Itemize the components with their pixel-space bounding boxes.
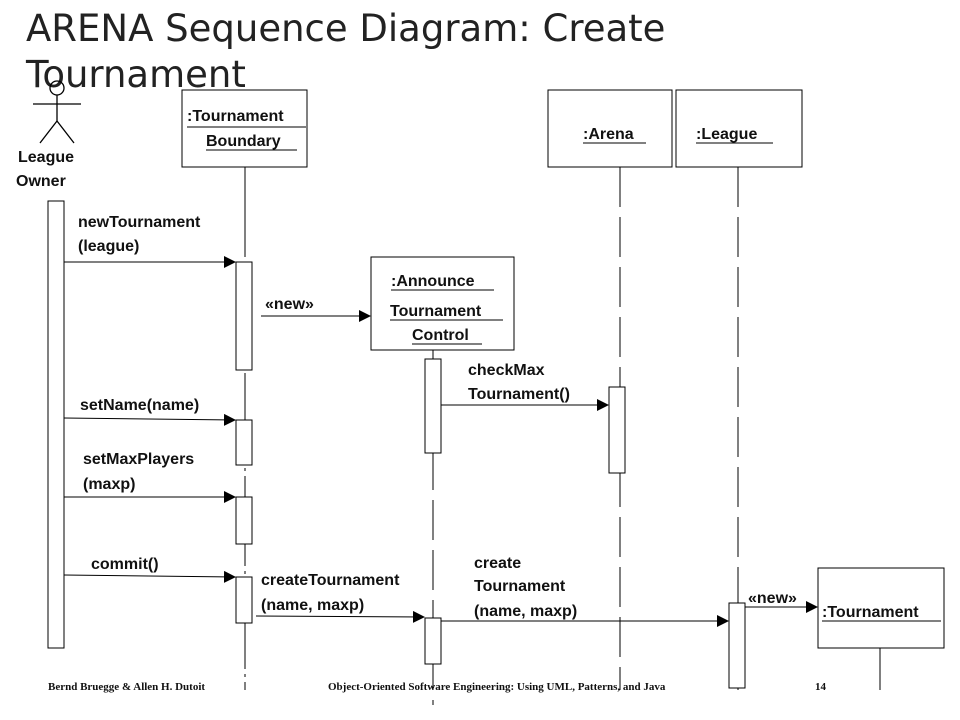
activation-arena (608, 386, 626, 474)
activation-boundary-set-max-players (235, 496, 253, 545)
activation-control-check (424, 358, 442, 454)
activation-control-create (424, 617, 442, 665)
actor-label-line2: Owner (16, 173, 66, 190)
message-label-line1: createTournament (261, 572, 400, 589)
actor-head (49, 80, 65, 96)
message-label-line1: create (474, 555, 521, 572)
object-box (181, 89, 308, 168)
object-label-line1: :Announce (391, 273, 475, 290)
message-label-line2: (maxp) (83, 476, 135, 493)
activation-boundary-set-name (235, 419, 253, 466)
object-box (817, 567, 945, 649)
object-box (675, 89, 803, 168)
message-label: «new» (265, 296, 314, 313)
object-box (370, 256, 515, 351)
activations (47, 200, 746, 689)
message-label-line1: checkMax (468, 362, 545, 379)
message-label-line1: setMaxPlayers (83, 451, 194, 468)
footer-authors: Bernd Bruegge & Allen H. Dutoit (48, 681, 205, 693)
message-new-tournament: newTournament (league) (64, 214, 236, 268)
actor-league-owner: League Owner (16, 80, 81, 190)
object-tournament: :Tournament (817, 567, 945, 649)
activation-boundary-commit (235, 576, 253, 624)
message-arrow (63, 570, 236, 583)
object-announce-tournament-control: :Announce Tournament Control (370, 256, 515, 351)
object-label: :League (696, 126, 757, 143)
footer-page-number: 14 (815, 681, 827, 693)
object-tournament-boundary: :Tournament Boundary (181, 89, 308, 168)
activation-league (728, 602, 746, 689)
message-label-line3: (name, maxp) (474, 603, 577, 620)
message-commit: commit() (63, 556, 236, 583)
message-label-line2: (name, maxp) (261, 597, 364, 614)
activation-league-owner (47, 200, 65, 649)
object-label-line3: Control (412, 327, 469, 344)
message-label: setName(name) (80, 397, 199, 414)
slide-title: ARENA Sequence Diagram: Create Tournamen… (26, 7, 666, 96)
object-box (547, 89, 673, 168)
message-label-line2: Tournament() (468, 386, 570, 403)
message-check-max-tournament: checkMax Tournament() (441, 362, 609, 411)
message-label-line2: (league) (78, 238, 139, 255)
message-label: «new» (748, 590, 797, 607)
object-label-line2: Tournament (390, 303, 482, 320)
object-arena: :Arena (547, 89, 673, 168)
message-set-name: setName(name) (63, 397, 236, 426)
message-create-tournament-control: createTournament (name, maxp) (255, 572, 425, 623)
message-new-tournament-object: «new» (745, 590, 818, 613)
message-label-line1: newTournament (78, 214, 201, 231)
actor-label-line1: League (18, 149, 74, 166)
footer-book-title: Object-Oriented Software Engineering: Us… (328, 681, 666, 693)
object-label: :Arena (583, 126, 634, 143)
message-set-max-players: setMaxPlayers (maxp) (64, 451, 236, 503)
message-new-control: «new» (261, 296, 371, 322)
object-label: :Tournament (822, 604, 919, 621)
message-arrow (255, 610, 425, 623)
message-create-tournament-league: create Tournament (name, maxp) (441, 555, 729, 627)
object-label-line1: :Tournament (187, 108, 284, 125)
message-arrow (63, 413, 236, 426)
activation-boundary-new-tournament (235, 261, 253, 371)
actor-right-leg (56, 120, 75, 144)
lifelines (244, 167, 881, 705)
object-league: :League (675, 89, 803, 168)
actor-left-leg (39, 120, 58, 144)
footer: Bernd Bruegge & Allen H. Dutoit Object-O… (48, 681, 827, 693)
message-label: commit() (91, 556, 159, 573)
object-label-line2: Boundary (206, 133, 281, 150)
message-label-line2: Tournament (474, 578, 566, 595)
